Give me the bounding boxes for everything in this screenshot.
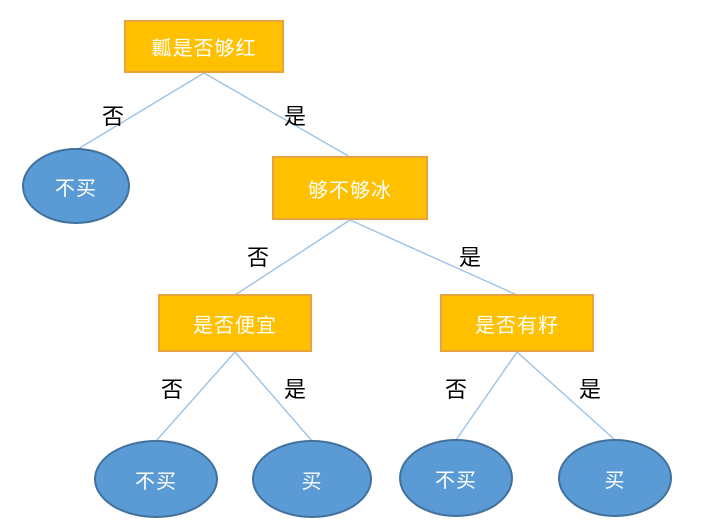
leaf-node-buy-2-label: 买: [604, 469, 626, 492]
decision-node-has-seeds: 是否有籽: [440, 294, 594, 352]
leaf-node-buy-2: 买: [558, 439, 672, 517]
leaf-node-dont-buy-2-label: 不买: [135, 470, 177, 493]
connector-root-no: [77, 72, 205, 150]
edge-label-cold-yes: 是: [458, 245, 482, 270]
leaf-node-dont-buy-2: 不买: [94, 440, 218, 518]
edge-label-seeds-no: 否: [444, 377, 468, 402]
decision-node-cold-enough-label: 够不够冰: [308, 179, 392, 202]
decision-node-flesh-red: 瓤是否够红: [124, 20, 284, 73]
leaf-node-dont-buy-3-label: 不买: [435, 469, 477, 492]
connector-cold-yes: [349, 219, 518, 296]
decision-node-flesh-red-label: 瓤是否够红: [151, 38, 257, 60]
edge-label-cold-no: 否: [246, 245, 270, 270]
decision-node-has-seeds-label: 是否有籽: [475, 314, 559, 337]
edge-label-root-yes: 是: [283, 104, 307, 129]
decision-node-cold-enough: 够不够冰: [272, 156, 428, 220]
leaf-node-buy-1: 买: [252, 440, 372, 518]
leaf-node-buy-1-label: 买: [301, 470, 323, 493]
edge-label-root-no: 否: [101, 104, 125, 129]
edge-label-cheap-no: 否: [160, 377, 184, 402]
decision-node-cheap-label: 是否便宜: [193, 314, 277, 337]
decision-node-cheap: 是否便宜: [158, 294, 312, 352]
leaf-node-dont-buy-1: 不买: [22, 148, 130, 224]
edge-label-seeds-yes: 是: [578, 377, 602, 402]
leaf-node-dont-buy-3: 不买: [399, 439, 513, 517]
connector-root-yes: [203, 72, 351, 158]
leaf-node-dont-buy-1-label: 不买: [55, 177, 97, 200]
edge-label-cheap-yes: 是: [283, 377, 307, 402]
